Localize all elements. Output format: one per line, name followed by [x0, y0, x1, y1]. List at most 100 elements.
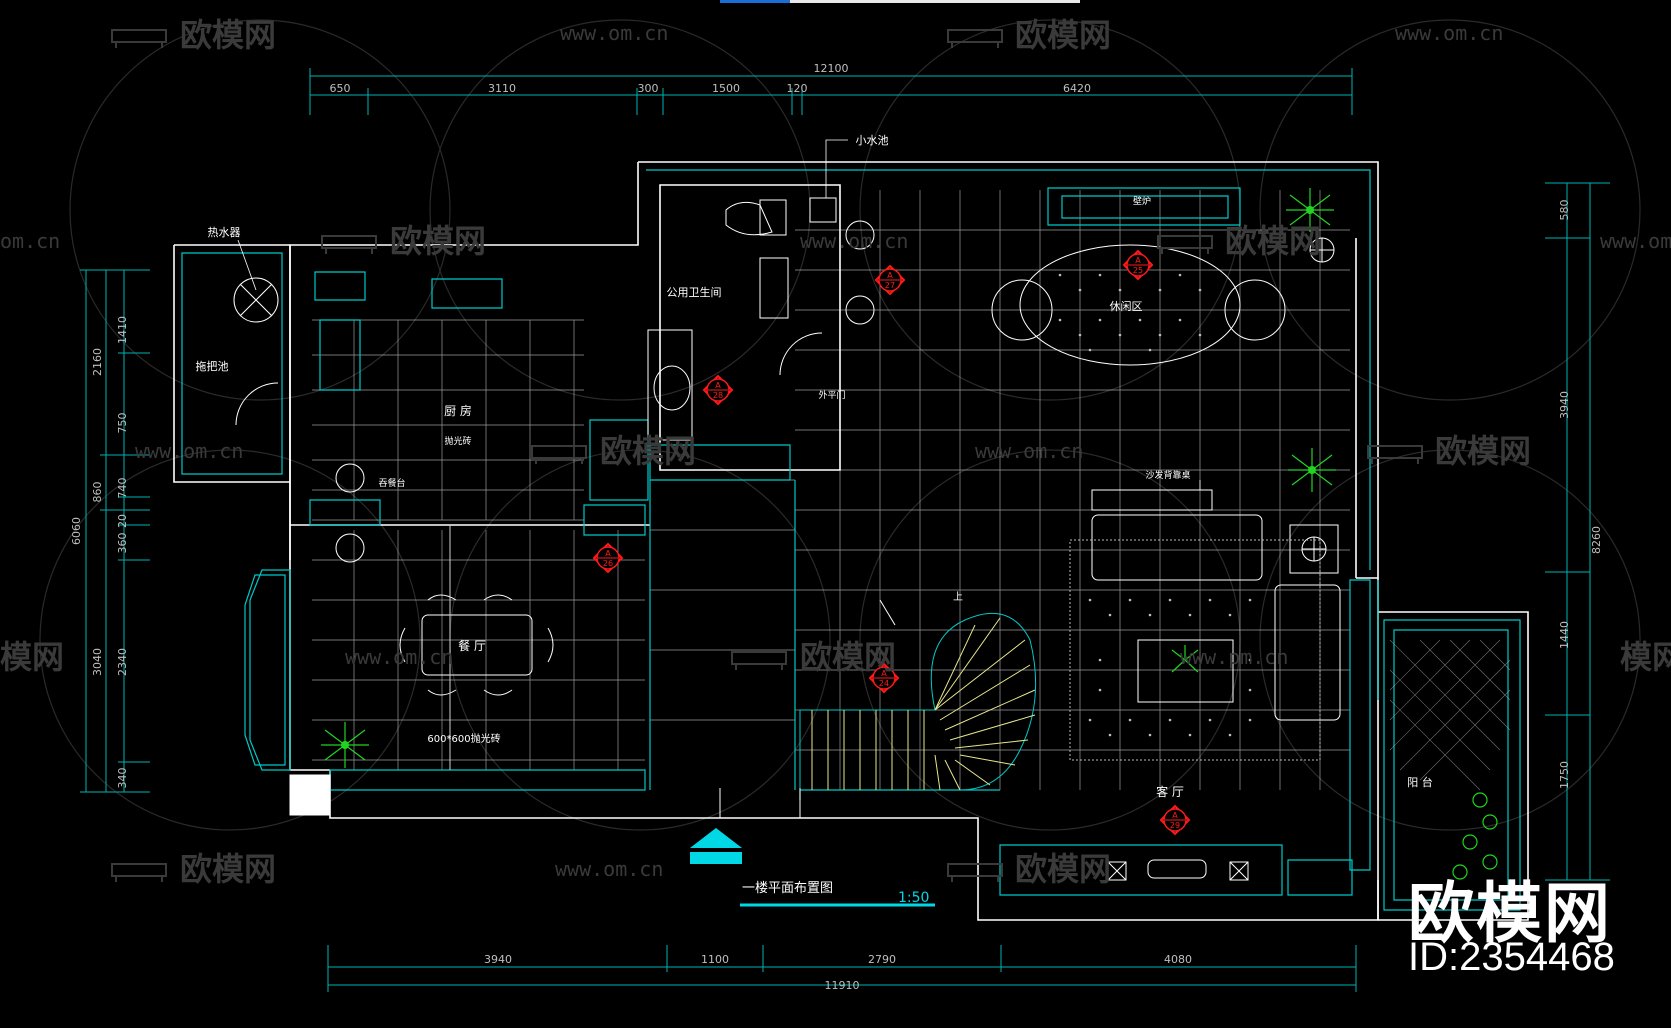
watermark-logo: 欧模网: [180, 16, 276, 54]
label-fireplace: 壁炉: [1133, 195, 1151, 207]
left-dim-inner-3: 740: [116, 478, 129, 499]
watermark-id: ID:2354468: [1408, 935, 1615, 979]
marker-25-num: 25: [1133, 266, 1143, 275]
sofa-logo-icon: [111, 29, 167, 48]
label-stair-up: 上: [953, 591, 963, 603]
watermark-logo: 欧模网: [1435, 432, 1531, 470]
watermark-url-short: om.cn: [0, 229, 60, 253]
label-kitchen-tile: 抛光砖: [444, 435, 471, 447]
left-dim-inner-7: 340: [116, 768, 129, 789]
drawing-title: 一楼平面布置图: [742, 881, 833, 896]
label-counter: 吞餐台: [378, 477, 405, 489]
drawing-scale: 1:50: [898, 890, 929, 906]
watermark-url-alt: www.pm.cn: [1180, 645, 1288, 669]
top-dim-total: 12100: [814, 62, 849, 75]
top-dim-3: 300: [638, 82, 659, 95]
left-dim-inner-5: 360: [116, 533, 129, 554]
spiral-stair: [799, 612, 1037, 791]
sofa-logo-icon: [1367, 445, 1423, 464]
watermark-logo-partial: 模网: [1620, 638, 1671, 676]
section-marker-25[interactable]: A 25: [1122, 249, 1154, 281]
watermark-url: www.om.cn: [135, 439, 243, 463]
top-dim-6: 6420: [1063, 82, 1091, 95]
label-pivot-door: 外平门: [818, 389, 845, 401]
watermark-logo: 欧模网: [180, 850, 276, 888]
left-dim-inner-4: 20: [116, 514, 129, 528]
label-kitchen: 厨 房: [444, 403, 472, 418]
section-marker-24[interactable]: A 24: [868, 662, 900, 694]
right-dim-3: 1440: [1558, 621, 1571, 649]
section-markers: A 25 A 27 A 28 A 26: [592, 249, 1191, 836]
label-mop-pool: 拖把池: [196, 359, 229, 373]
marker-28-letter: A: [715, 381, 721, 390]
right-dimension-lines: [1545, 182, 1610, 881]
top-dim-4: 1500: [712, 82, 740, 95]
label-dining: 餐 厅: [458, 638, 486, 653]
section-marker-26[interactable]: A 26: [592, 542, 624, 574]
left-dim-inner-1: 1410: [116, 316, 129, 344]
left-dim-inner-2: 750: [116, 413, 129, 434]
bottom-dim-1: 3940: [484, 953, 512, 966]
plant-icon: [341, 741, 349, 749]
watermark-logo-partial: 模网: [0, 638, 64, 676]
watermark-logo: 欧模网: [600, 432, 696, 470]
marker-28-num: 28: [713, 391, 723, 400]
marker-27-letter: A: [887, 271, 893, 280]
right-dim-1: 580: [1558, 200, 1571, 221]
label-sofa-table: 沙发背靠桌: [1145, 469, 1190, 481]
watermark-url: www.om.cn: [560, 21, 668, 45]
stair-arrow: [879, 599, 896, 626]
watermark-url: www.om.cn: [555, 857, 663, 881]
left-dim-outer-2: 860: [91, 482, 104, 503]
top-tab-bar[interactable]: [790, 0, 1080, 3]
right-dim-4: 1750: [1558, 761, 1571, 789]
watermark-url: www.om.cn: [975, 439, 1083, 463]
watermark-logo: 欧模网: [390, 222, 486, 260]
label-living: 客 厅: [1156, 784, 1184, 799]
left-dim-outer-3: 3040: [91, 648, 104, 676]
label-water-heater: 热水器: [208, 226, 241, 239]
top-tab-active[interactable]: [720, 0, 790, 3]
bottom-dim-total: 11910: [825, 979, 860, 992]
marker-24-num: 24: [879, 679, 889, 688]
section-marker-27[interactable]: A 27: [874, 264, 906, 296]
sofa-logo-icon: [531, 445, 587, 464]
top-dimension-lines: [309, 68, 1353, 115]
section-marker-28[interactable]: A 28: [702, 374, 734, 406]
plant-icon: [1306, 206, 1314, 214]
sofa-logo-icon: [321, 235, 377, 254]
sofa-logo-icon: [947, 29, 1003, 48]
watermark-logo: 欧模网: [1015, 16, 1111, 54]
plant-icon: [1308, 466, 1316, 474]
top-dim-1: 650: [330, 82, 351, 95]
watermark-url: www.om.cn: [1395, 21, 1503, 45]
walls: [173, 161, 1529, 921]
label-lounge: 休闲区: [1110, 299, 1143, 313]
left-dimension-lines: [80, 269, 150, 793]
room-labels: 热水器 拖把池 厨 房 抛光砖 吞餐台 餐 厅 600*600抛光砖 公用卫生间…: [196, 134, 1433, 799]
left-dim-outer-1: 2160: [91, 348, 104, 376]
bottom-dim-4: 4080: [1164, 953, 1192, 966]
marker-24-letter: A: [881, 669, 887, 678]
top-dim-5: 120: [787, 82, 808, 95]
sofa-logo-icon: [111, 863, 167, 882]
watermark-big-logo: 欧模网: [1408, 875, 1612, 952]
north-arrow-icon: [690, 828, 742, 848]
watermark-sofa-icons: [111, 29, 1423, 882]
watermark-logo: 欧模网: [800, 638, 896, 676]
watermark-url: www.om.cn: [800, 229, 908, 253]
marker-26-num: 26: [603, 559, 613, 568]
plant-icons: [341, 206, 1316, 749]
section-marker-29[interactable]: A 29: [1159, 804, 1191, 836]
left-dim-total: 6060: [70, 517, 83, 545]
sofa-logo-icon: [947, 863, 1003, 882]
label-dining-tile: 600*600抛光砖: [427, 732, 500, 745]
watermark-layer: 欧模网 www.om.cn 欧模网 www.om.cn om.cn 欧模网 ww…: [0, 16, 1671, 888]
label-small-pool: 小水池: [856, 134, 889, 147]
right-dim-total: 8260: [1590, 526, 1603, 554]
balcony-hatch: [1389, 639, 1511, 791]
bottom-dim-3: 2790: [868, 953, 896, 966]
watermark-logo: 欧模网: [1225, 222, 1321, 260]
marker-26-letter: A: [605, 549, 611, 558]
